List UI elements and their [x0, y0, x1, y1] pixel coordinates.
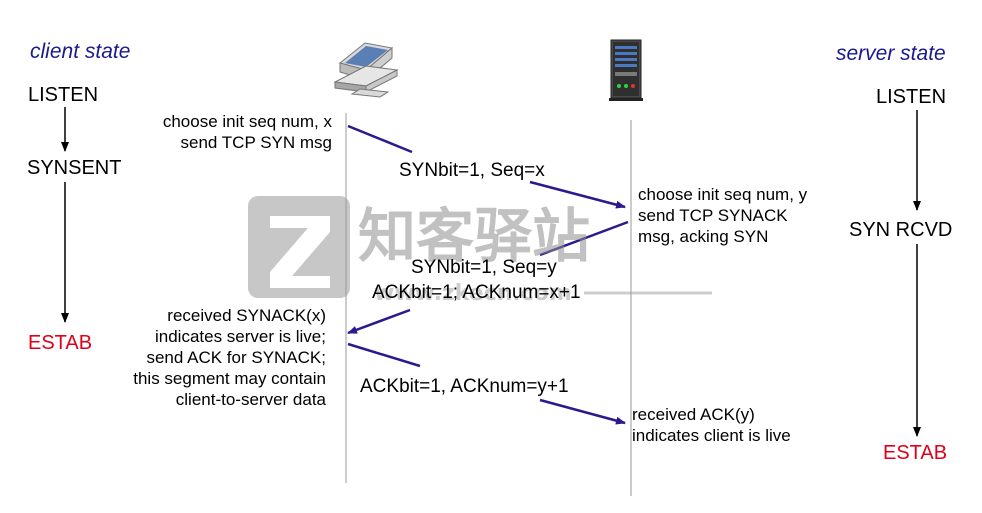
server-state-synrcvd: SYN RCVD [849, 219, 953, 241]
synack-message-label: SYNbit=1, Seq=y ACKbit=1; ACKnum=x+1 [372, 257, 581, 303]
ack-message-label: ACKbit=1, ACKnum=y+1 [360, 376, 569, 397]
server-note-received-ack: received ACK(y) indicates client is live [632, 405, 791, 445]
syn-arrow-head [529, 180, 626, 209]
ack-arrow [539, 398, 626, 425]
client-note-received-synack: received SYNACK(x) indicates server is l… [133, 306, 326, 409]
client-state-synsent: SYNSENT [27, 157, 122, 179]
desktop-computer-icon [333, 42, 399, 98]
server-state-listen: LISTEN [876, 86, 947, 108]
synack-arrow [347, 308, 411, 335]
server-state-estab: ESTAB [883, 442, 948, 464]
server-state-header: server state [836, 42, 946, 65]
ack-arrow-top [347, 342, 421, 368]
client-state-estab: ESTAB [28, 332, 93, 354]
synack-arrow-top [539, 220, 629, 257]
watermark-logo: 知客驿站 www.zkecn.com [248, 196, 712, 302]
client-state-listen: LISTEN [28, 84, 99, 106]
watermark-url: www.zkecn.com [374, 281, 572, 302]
client-state-header: client state [30, 40, 131, 63]
syn-message-label: SYNbit=1, Seq=x [399, 160, 545, 181]
server-note-choose-seq: choose init seq num, y send TCP SYNACK m… [638, 185, 808, 246]
client-note-choose-seq: choose init seq num, x send TCP SYN msg [162, 112, 332, 152]
server-tower-icon [609, 39, 643, 101]
watermark-brand: 知客驿站 [358, 202, 590, 270]
syn-arrow [347, 124, 413, 154]
